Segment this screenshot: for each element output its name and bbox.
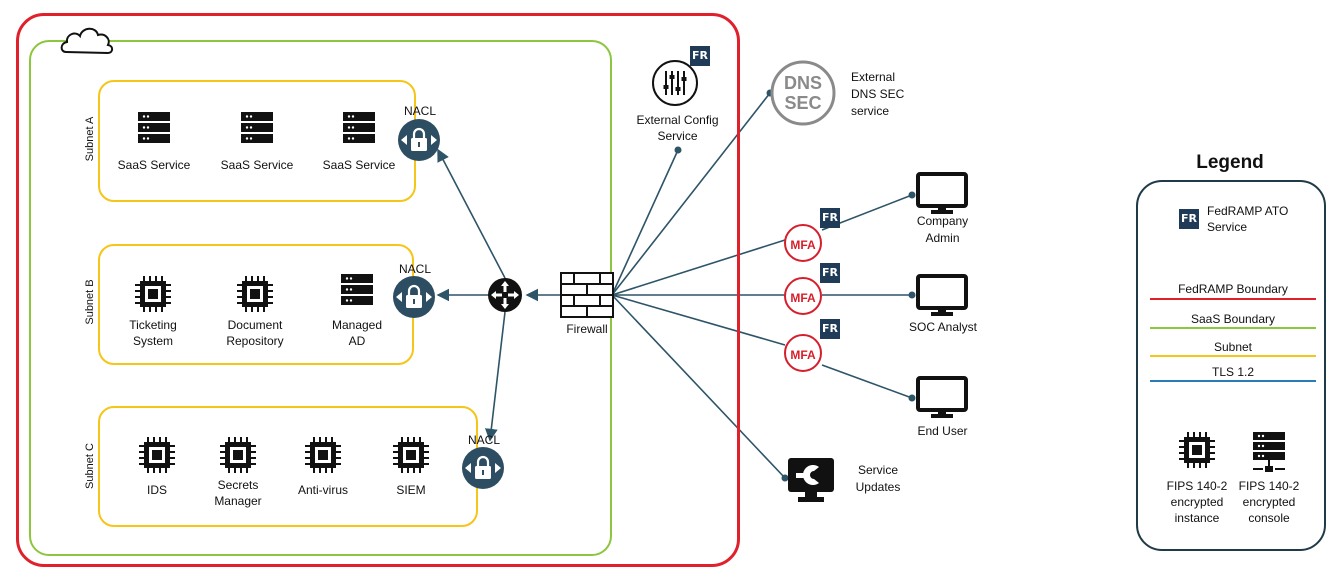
chip-icon bbox=[305, 437, 341, 473]
nacl-b-label: NACL bbox=[398, 262, 431, 276]
dns-sec-icon bbox=[770, 60, 836, 126]
nacl-a-label: NACL bbox=[403, 104, 436, 118]
legend-saas-boundary-label: SaaS Boundary bbox=[1190, 312, 1276, 326]
monitor-icon bbox=[916, 274, 968, 316]
legend-subnet-label: Subnet bbox=[1213, 340, 1253, 354]
firewall-icon bbox=[560, 272, 614, 318]
legend-subnet-line bbox=[1150, 355, 1316, 357]
dns-icon-text-2: SEC bbox=[784, 93, 822, 113]
router-icon bbox=[488, 278, 522, 312]
subnet-a-title: Subnet A bbox=[84, 116, 96, 162]
chip-icon bbox=[393, 437, 429, 473]
chip-icon bbox=[237, 276, 273, 312]
subnet-b-title: Subnet B bbox=[84, 279, 96, 325]
legend-fedramp-boundary-label: FedRAMP Boundary bbox=[1178, 282, 1288, 296]
mfa-badge: MFA bbox=[784, 224, 822, 262]
fedramp-boundary bbox=[16, 13, 740, 567]
legend-tls-label: TLS 1.2 bbox=[1211, 365, 1255, 379]
chip-icon bbox=[220, 437, 256, 473]
cloud-icon bbox=[60, 27, 114, 55]
wrench-monitor-icon bbox=[788, 458, 834, 502]
server-console-icon bbox=[1253, 432, 1285, 472]
sliders-icon bbox=[652, 60, 698, 106]
firewall-label: Firewall bbox=[566, 322, 608, 336]
fedramp-badge: FR bbox=[820, 319, 840, 339]
chip-icon bbox=[1179, 432, 1215, 468]
mfa-badge: MFA bbox=[784, 277, 822, 315]
monitor-icon bbox=[916, 376, 968, 418]
monitor-icon bbox=[916, 172, 968, 214]
legend-box bbox=[1136, 180, 1326, 551]
server-icon bbox=[241, 112, 273, 143]
siem-label: SIEM bbox=[396, 483, 426, 497]
fedramp-badge: FR bbox=[820, 208, 840, 228]
fedramp-badge: FR bbox=[1179, 209, 1199, 229]
mfa-badge: MFA bbox=[784, 334, 822, 372]
fedramp-badge: FR bbox=[820, 263, 840, 283]
nacl-lock-icon bbox=[393, 276, 435, 318]
nacl-lock-icon bbox=[462, 447, 504, 489]
ids-label: IDS bbox=[146, 483, 167, 497]
nacl-lock-icon bbox=[398, 119, 440, 161]
saas-service-3-label: SaaS Service bbox=[322, 158, 396, 172]
legend-saas-boundary-line bbox=[1150, 327, 1316, 329]
end-user-label: End User bbox=[917, 424, 968, 438]
chip-icon bbox=[139, 437, 175, 473]
chip-icon bbox=[135, 276, 171, 312]
fedramp-badge: FR bbox=[690, 46, 710, 66]
soc-analyst-label: SOC Analyst bbox=[908, 320, 978, 334]
server-icon bbox=[343, 112, 375, 143]
saas-service-2-label: SaaS Service bbox=[220, 158, 294, 172]
legend-fedramp-boundary-line bbox=[1150, 298, 1316, 300]
server-icon bbox=[138, 112, 170, 143]
anti-virus-label: Anti-virus bbox=[297, 483, 348, 497]
legend-title: Legend bbox=[1196, 152, 1264, 173]
subnet-c-title: Subnet C bbox=[84, 443, 96, 489]
dns-icon-text-1: DNS bbox=[783, 73, 822, 93]
nacl-c-label: NACL bbox=[467, 433, 500, 447]
legend-tls-line bbox=[1150, 380, 1316, 382]
server-icon bbox=[341, 274, 373, 305]
saas-service-1-label: SaaS Service bbox=[117, 158, 191, 172]
